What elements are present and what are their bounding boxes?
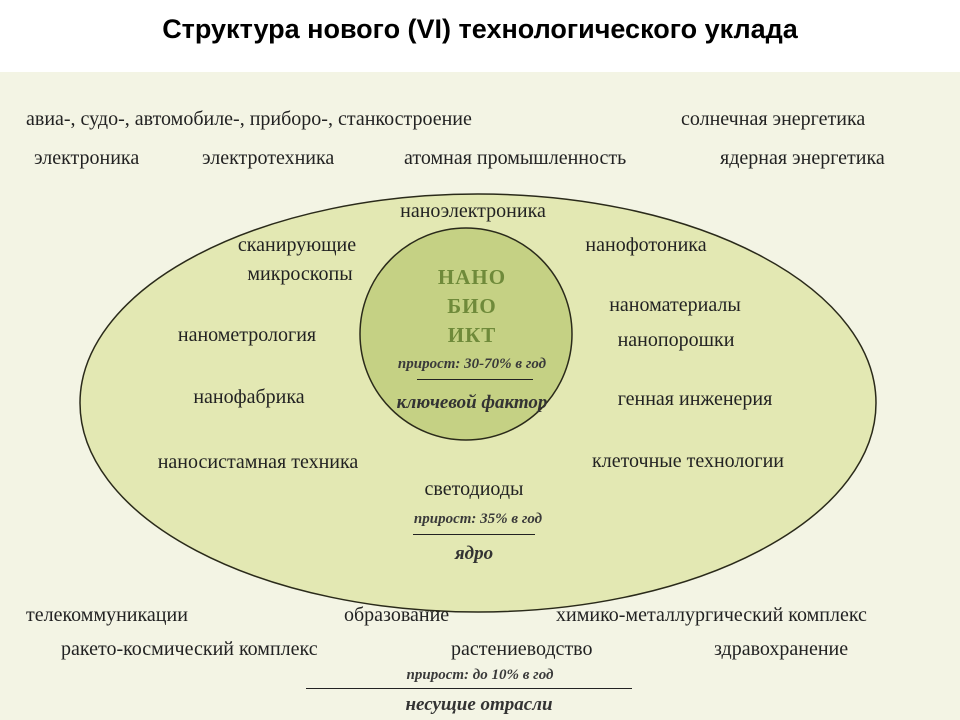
core-divider [413,534,535,535]
label-nuclear-energy: ядерная энергетика [720,147,885,169]
label-rocket-space: ракето-космический комплекс [61,638,318,660]
diagram-shapes [79,193,877,613]
label-electronics: электроника [34,147,140,169]
label-nanofactory: нанофабрика [193,386,305,408]
core-label-nano: НАНО [437,265,507,289]
key-factor-divider [417,379,533,380]
label-atomic-industry: атомная промышленность [404,147,627,169]
key-factor-caption: ключевой фактор [396,392,548,413]
label-nanopowders: нанопорошки [617,329,735,351]
label-genetic-engineering: генная инженерия [617,388,773,410]
core-growth: прирост: 35% в год [413,511,543,527]
label-nanophotonics: нанофотоника [585,234,707,256]
label-scanning: сканирующие [237,234,357,256]
carrying-caption: несущие отрасли [405,694,553,715]
slide-title: Структура нового (VI) технологического у… [162,14,798,44]
diagram-panel: авиа-, судо-, автомобиле-, приборо-, ста… [0,72,960,720]
label-nanosystem-technology: наносистамная техника [157,451,359,473]
core-caption: ядро [454,543,494,564]
core-label-ict: ИКТ [447,323,497,347]
label-education: образование [344,604,450,626]
label-nanomaterials: наноматериалы [609,294,741,316]
label-solar-energy: солнечная энергетика [681,108,866,130]
core-label-bio: БИО [447,294,497,318]
carrying-growth: прирост: до 10% в год [406,667,554,683]
label-crop-production: растениеводство [451,638,593,660]
key-factor-growth: прирост: 30-70% в год [397,356,547,372]
label-microscopes: микроскопы [247,263,353,285]
label-leds: светодиоды [424,478,524,500]
label-nanoelectronics: наноэлектроника [400,200,546,222]
label-chem-metallurgy: химико-металлургический комплекс [556,604,867,626]
key-factor-circle [359,227,573,441]
label-telecommunications: телекоммуникации [26,604,188,626]
label-healthcare: здравохранение [714,638,849,660]
label-cell-technologies: клеточные технологии [592,450,784,472]
carrying-divider [306,688,632,689]
label-electrical: электротехника [202,147,335,169]
label-nanometrology: нанометрология [177,324,317,346]
label-engineering: авиа-, судо-, автомобиле-, приборо-, ста… [26,108,472,130]
